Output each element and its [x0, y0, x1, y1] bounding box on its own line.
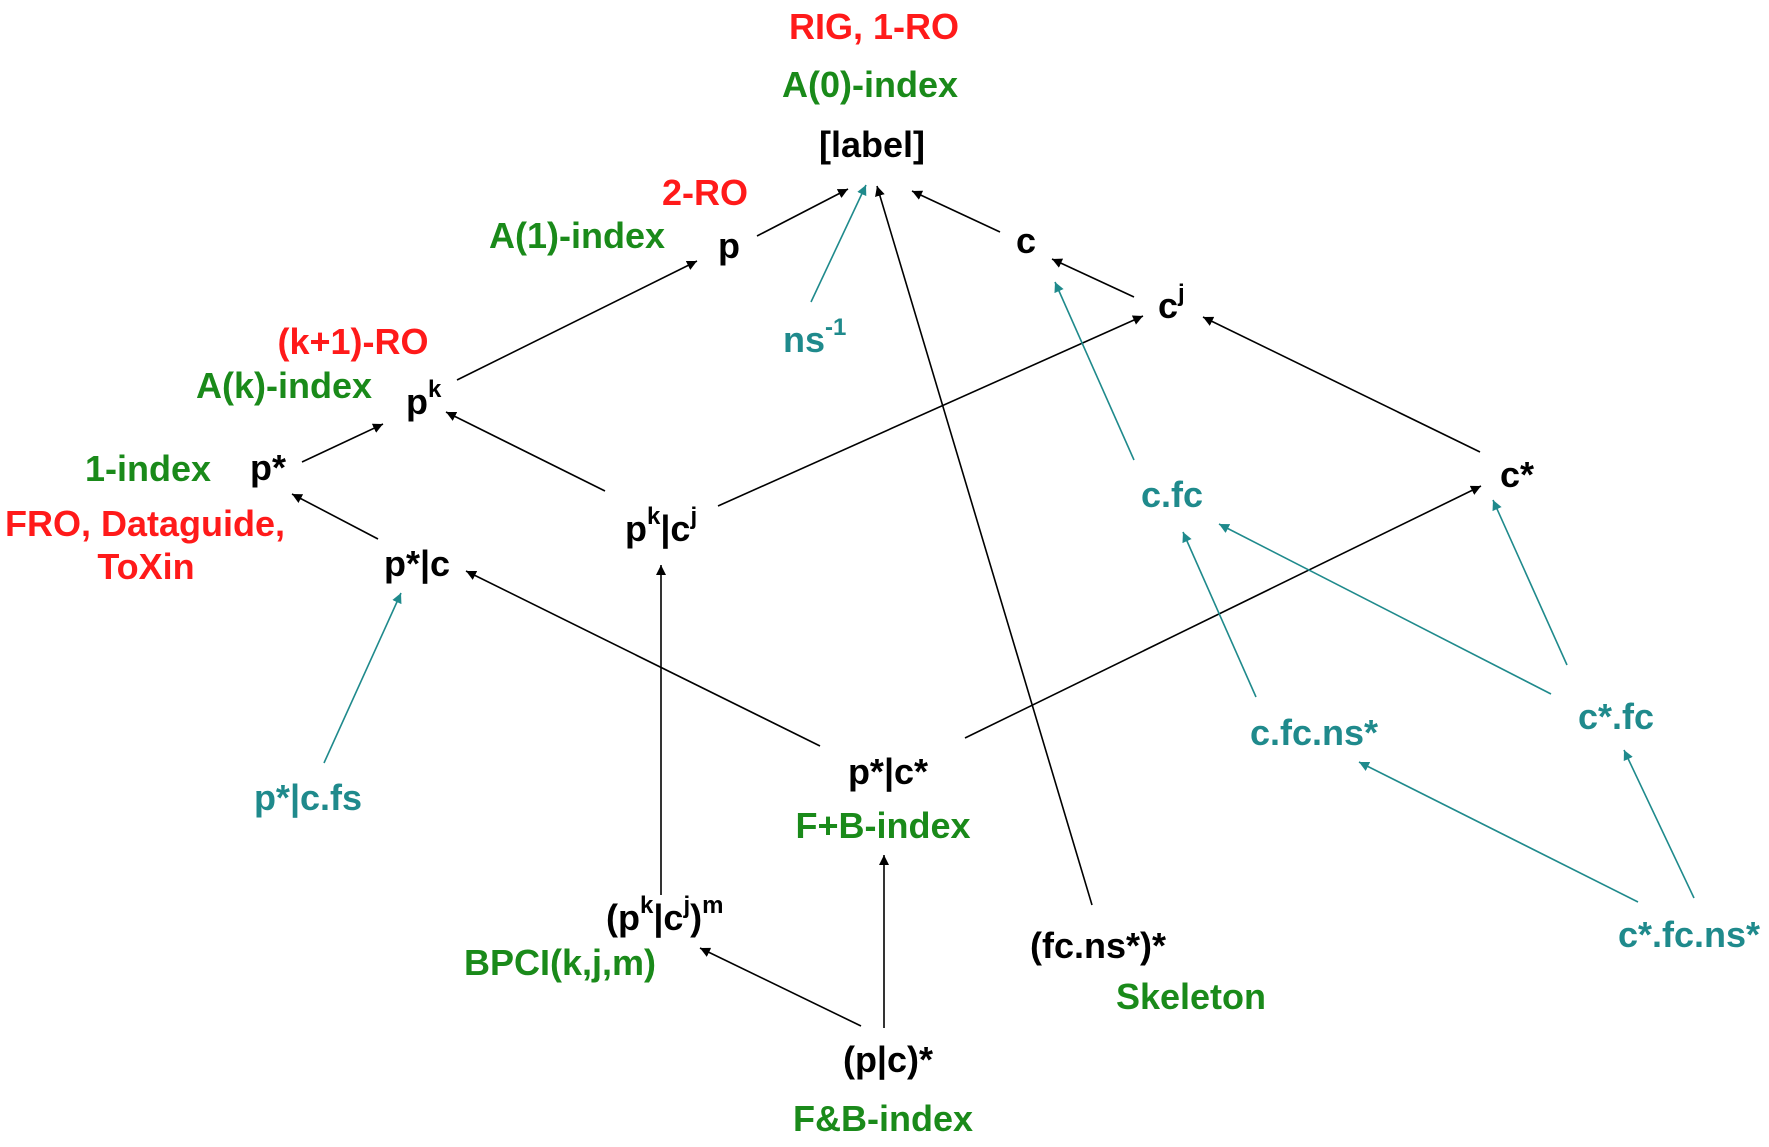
- node-pstar-cstar: p*|c*: [848, 751, 928, 793]
- node-p: p: [718, 225, 740, 266]
- node-pk-base: p: [406, 381, 428, 422]
- edge-cstarfc-to-cstar: [1492, 499, 1568, 666]
- node-ns-inv: ns-1: [783, 314, 846, 360]
- node-pk-cj-m-sup1: k: [640, 892, 654, 919]
- node-pk-cj-m-mid: |c: [653, 897, 683, 939]
- annotation-a1-index: A(1)-index: [489, 215, 665, 256]
- node-pstar-c: p*|c: [384, 543, 450, 585]
- edge-cstarfcns-to-cfcns: [1358, 761, 1639, 903]
- annotation-rig-1ro: RIG, 1-RO: [789, 6, 959, 47]
- annotation-1-index: 1-index: [85, 448, 211, 489]
- node-pk-cj-sup2: j: [689, 503, 697, 530]
- node-pk-cj-mid: |c: [660, 508, 690, 550]
- edge-pstarcstar-to-cstar: [964, 485, 1482, 739]
- annotations: RIG, 1-RO A(0)-index 2-RO A(1)-index (k+…: [5, 6, 1266, 1139]
- node-pk-cj: pk|cj: [625, 503, 697, 550]
- node-pk-cj-m-sup2: j: [682, 892, 690, 919]
- node-cstar: c*: [1500, 454, 1534, 495]
- edge-cstarfc-to-cfc: [1218, 523, 1552, 695]
- edge-pstarc-to-pstar: [291, 493, 379, 540]
- edge-pstar-to-pk: [301, 423, 384, 463]
- annotation-ak-index: A(k)-index: [196, 365, 372, 406]
- edge-p-to-label: [756, 188, 849, 237]
- edge-cstarfcns-to-cstarfc: [1623, 749, 1695, 899]
- annotation-skeleton: Skeleton: [1116, 976, 1266, 1017]
- annotation-k1-ro: (k+1)-RO: [277, 321, 428, 362]
- node-ns-inv-base: ns: [783, 319, 825, 360]
- node-cj-sup: j: [1177, 280, 1185, 307]
- node-pk-cj-m-sup3: m: [702, 892, 723, 919]
- edge-pstarcstar-to-pstarc: [465, 570, 821, 747]
- node-pk-cj-sup1: k: [647, 503, 661, 530]
- annotation-fb-index: F+B-index: [795, 805, 970, 846]
- annotation-bpci: BPCI(k,j,m): [464, 942, 656, 983]
- node-c: c: [1016, 220, 1036, 261]
- edge-c-to-label: [911, 190, 1001, 233]
- edge-pkcj-to-pk: [445, 411, 606, 492]
- node-cj-base: c: [1158, 285, 1178, 326]
- node-pc-star: (p|c)*: [843, 1039, 933, 1081]
- node-pstar: p*: [250, 447, 286, 488]
- node-pk-sup: k: [428, 376, 442, 403]
- nodes: [label] p c cj pk p* pk|cj p*|c c* p*|c*…: [250, 124, 1760, 1081]
- node-cj: cj: [1158, 280, 1185, 326]
- annotation-fandb-index: F&B-index: [793, 1098, 973, 1139]
- annotation-2ro: 2-RO: [662, 172, 748, 213]
- edge-fcns-to-label: [875, 185, 1093, 906]
- edge-nsinv-to-label: [810, 184, 867, 303]
- edge-cfcns-to-cfc: [1182, 531, 1257, 698]
- annotation-a0-index: A(0)-index: [782, 64, 958, 105]
- node-pk-cj-base1: p: [625, 508, 647, 549]
- node-pk-cj-m: (pk|cj)m: [606, 892, 723, 939]
- node-pstar-c-fs: p*|c.fs: [254, 777, 362, 819]
- edge-pk-to-p: [456, 260, 698, 381]
- node-fc-ns-star: (fc.ns*)*: [1030, 925, 1166, 966]
- edge-cj-to-c: [1051, 258, 1135, 298]
- node-pk-cj-m-open: (p: [606, 897, 640, 938]
- node-pk-cj-m-close: ): [690, 897, 702, 938]
- node-pk: pk: [406, 376, 442, 422]
- node-label: [label]: [819, 124, 925, 165]
- teal-edges: [323, 184, 1695, 903]
- edge-pkcj-to-cj: [717, 315, 1144, 507]
- edge-pcstar-to-pkcjm: [699, 947, 862, 1027]
- edge-pstarcfs-to-pstarc: [323, 592, 402, 764]
- node-ns-inv-sup: -1: [825, 314, 846, 341]
- edge-cstar-to-cj: [1202, 316, 1481, 453]
- node-cstar-fc: c*.fc: [1578, 696, 1654, 737]
- annotation-fro-dataguide: FRO, Dataguide,: [5, 503, 285, 544]
- node-c-fc-ns: c.fc.ns*: [1250, 712, 1378, 753]
- node-cstar-fc-ns: c*.fc.ns*: [1618, 914, 1760, 955]
- node-c-fc: c.fc: [1141, 474, 1203, 515]
- edge-cfc-to-c: [1054, 281, 1135, 461]
- black-edges: [291, 185, 1482, 1028]
- annotation-toxin: ToXin: [97, 546, 194, 587]
